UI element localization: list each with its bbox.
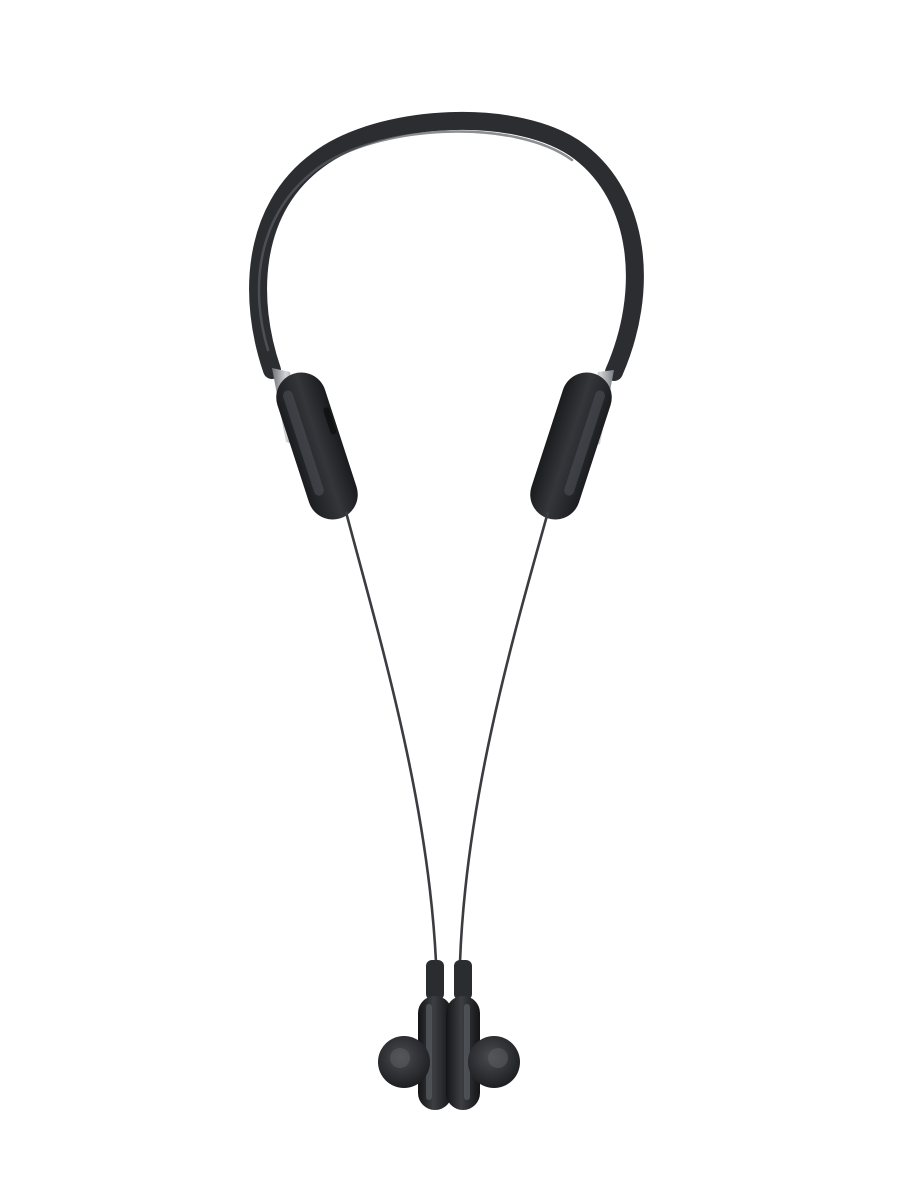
left-earbud [378,960,452,1110]
neckband [249,111,644,381]
right-cable [458,511,550,963]
right-earbud [446,960,520,1110]
right-control-pod [530,372,612,520]
left-cable [344,511,438,963]
left-control-pod [276,372,358,520]
